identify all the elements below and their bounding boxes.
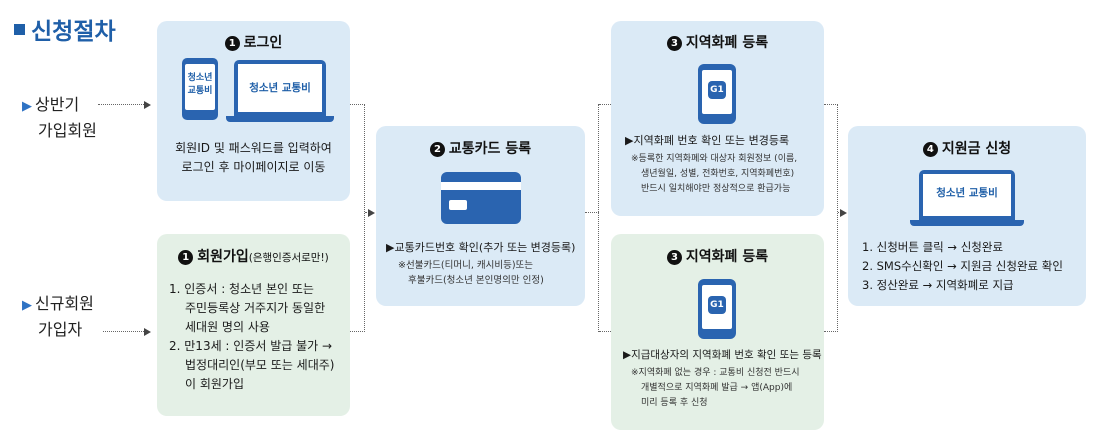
connector-line bbox=[824, 331, 838, 332]
phone-icon: 청소년 교통비 bbox=[182, 58, 218, 120]
connector-line bbox=[599, 104, 621, 105]
arrow-right-icon bbox=[144, 328, 151, 336]
laptop-icon: 청소년 교통비 bbox=[919, 170, 1015, 220]
connector-line bbox=[350, 331, 365, 332]
local-currency-app-icon: G1 bbox=[698, 279, 736, 339]
connector-line bbox=[350, 104, 365, 105]
connector-line bbox=[838, 212, 841, 213]
page-title: 신청절차 bbox=[31, 19, 116, 45]
card-register-notes: ※선불카드(티머니, 캐시비등)또는 후불카드(청소년 본인명의만 인정) bbox=[398, 260, 544, 286]
card-register-main: ▶교통카드번호 확인(추가 또는 변경등록) bbox=[386, 241, 576, 254]
connector-line bbox=[599, 331, 621, 332]
header-square-icon bbox=[14, 24, 25, 35]
laptop-label: 청소년 교통비 bbox=[249, 82, 311, 94]
local-currency-notes: ※등록한 지역화폐와 대상자 회원정보 (이름, 생년월일, 성별, 전화번호,… bbox=[631, 154, 798, 194]
connector-line bbox=[98, 104, 144, 105]
connector-line bbox=[103, 331, 144, 332]
local-currency-notes: ※지역화폐 없는 경우 : 교통비 신청전 반드시 개별적으로 지역화폐 발급 … bbox=[631, 368, 800, 408]
login-description: 회원ID 및 패스워드를 입력하여 로그인 후 마이페이지로 이동 bbox=[175, 141, 332, 174]
arrow-right-icon bbox=[144, 101, 151, 109]
connector-line bbox=[598, 104, 599, 332]
laptop-base bbox=[226, 116, 334, 122]
laptop-base bbox=[910, 220, 1024, 226]
apply-items: 1. 신청버튼 클릭 → 신청완료 2. SMS수신확인 → 지원금 신청완료 … bbox=[862, 240, 1063, 292]
phone-label: 청소년 교통비 bbox=[187, 73, 213, 96]
connector-line bbox=[824, 104, 838, 105]
credit-card-icon bbox=[441, 172, 521, 224]
local-currency-app-icon: G1 bbox=[698, 64, 736, 124]
triangle-right-icon: ▶ bbox=[22, 298, 32, 313]
connector-line bbox=[837, 104, 838, 332]
connector-line bbox=[364, 104, 365, 332]
laptop-icon: 청소년 교통비 bbox=[234, 60, 326, 116]
triangle-right-icon: ▶ bbox=[22, 99, 32, 114]
arrow-right-icon bbox=[840, 209, 847, 217]
laptop-label: 청소년 교통비 bbox=[936, 187, 998, 199]
local-currency-main: ▶지역화폐 번호 확인 또는 변경등록 bbox=[625, 134, 790, 147]
connector-line bbox=[365, 212, 369, 213]
join-items: 1. 인증서 : 청소년 본인 또는 주민등록상 거주지가 동일한 세대원 명의… bbox=[169, 282, 335, 391]
side-label-existing: ▶상반기 가입회원 bbox=[22, 95, 97, 140]
arrow-right-icon bbox=[368, 209, 375, 217]
connector-line bbox=[585, 212, 599, 213]
local-currency-main: ▶지급대상자의 지역화폐 번호 확인 또는 등록 bbox=[623, 349, 822, 361]
side-label-new: ▶신규회원 가입자 bbox=[22, 294, 94, 339]
